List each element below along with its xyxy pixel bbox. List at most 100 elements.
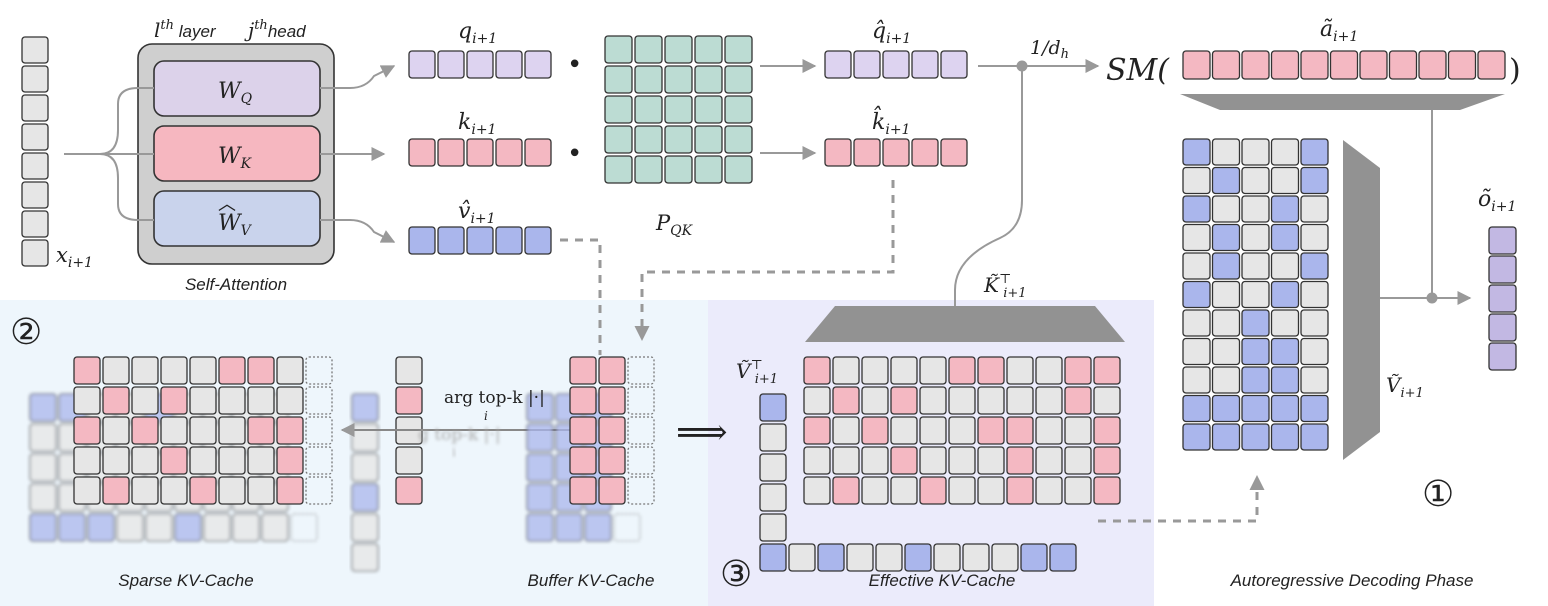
- dot-k: •: [567, 139, 582, 169]
- pqk-cell: [604, 155, 633, 184]
- a-cell: [1270, 50, 1300, 80]
- eff-k-cell: [1035, 386, 1063, 415]
- eff-v-cell: [788, 543, 816, 572]
- vdec-cell: [1211, 423, 1241, 451]
- mid-k-cell: [395, 386, 423, 415]
- x-cell: [21, 36, 49, 64]
- sparse-k-cell: [247, 476, 275, 505]
- vdec-cell: [1241, 252, 1270, 280]
- x-cell: [21, 65, 49, 93]
- eff-k-cell: [948, 356, 976, 385]
- qhat-vector: [824, 50, 968, 79]
- vdec-cell: [1182, 309, 1211, 337]
- buf-v-cell: [526, 453, 554, 482]
- topk-ghost-label: g top-k |·|: [418, 425, 501, 445]
- eff-k-cell: [890, 386, 918, 415]
- vdec-cell: [1300, 423, 1329, 451]
- sparse-v-cell: [29, 453, 57, 482]
- eff-k-cell: [1035, 356, 1063, 385]
- vdec-cell: [1182, 166, 1211, 195]
- buf-v-cell: [526, 423, 554, 452]
- sparse-k-cell: [73, 446, 101, 475]
- buf-k-cell: [598, 416, 626, 445]
- self-attention-caption: Self-Attention: [185, 275, 287, 294]
- circle-label-1: ①: [1422, 474, 1454, 515]
- output-join-dot: [1426, 292, 1438, 304]
- sparse-v-cell: [87, 513, 115, 542]
- mid-v-cell: [351, 453, 379, 482]
- a-cell: [1447, 50, 1477, 80]
- eff-k-cell: [890, 446, 918, 475]
- k-tilde-t-label: K̃⊤i+1: [983, 272, 1027, 301]
- eff-v-cell: [933, 543, 961, 572]
- eff-k-cell: [1035, 416, 1063, 445]
- wv-matrix: [153, 190, 321, 247]
- topk-k-column: [395, 356, 423, 505]
- eff-k-cell: [861, 476, 889, 505]
- pqk-cell: [724, 95, 753, 124]
- sparse-k-cell: [131, 446, 159, 475]
- q-cell: [437, 50, 465, 79]
- buf-v-cell: [526, 483, 554, 512]
- eff-k-cell: [803, 476, 831, 505]
- k-cell: [495, 138, 523, 167]
- sparse-v-cell: [116, 513, 144, 542]
- vdec-cell: [1300, 366, 1329, 394]
- sparse-k-cell: [189, 476, 217, 505]
- sparse-k-cell: [305, 476, 333, 505]
- buf-k-cell: [627, 446, 655, 475]
- v-tilde-matrix: [1182, 138, 1329, 451]
- vdec-cell: [1300, 309, 1329, 337]
- eff-v-cell: [1020, 543, 1048, 572]
- vdec-cell: [1270, 166, 1300, 195]
- sparse-v-cell: [290, 513, 318, 542]
- v-funnel: [1343, 140, 1380, 460]
- pqk-cell: [724, 65, 753, 94]
- khat-cell: [824, 138, 852, 167]
- sparse-k-cell: [218, 356, 246, 385]
- sparse-k-cell: [160, 356, 188, 385]
- k-tilde-link: [954, 66, 1023, 308]
- pqk-cell: [694, 95, 723, 124]
- khat-cell: [853, 138, 881, 167]
- sparse-k-cache: [73, 356, 333, 505]
- eff-k-cell: [977, 446, 1005, 475]
- topk-sub: i: [484, 409, 488, 423]
- khat-label: k̂i+1: [872, 106, 910, 138]
- sparse-v-cell: [145, 513, 173, 542]
- pqk-cell: [634, 65, 663, 94]
- qhat-cell: [940, 50, 968, 79]
- eff-v-cell: [962, 543, 990, 572]
- eff-k-cell: [1035, 446, 1063, 475]
- a-tilde-label: ãi+1: [1320, 17, 1358, 45]
- eff-v-cell: [875, 543, 903, 572]
- a-cell: [1359, 50, 1388, 80]
- eff-k-cell: [1093, 446, 1121, 475]
- eff-k-cell: [861, 416, 889, 445]
- v-cell: [466, 226, 494, 255]
- x-label: xi+1: [56, 243, 93, 271]
- vdec-cell: [1182, 394, 1211, 423]
- sparse-v-cell: [261, 513, 289, 542]
- eff-k-cell: [832, 416, 860, 445]
- decoding-phase-caption: Autoregressive Decoding Phase: [1230, 571, 1474, 590]
- vdec-cell: [1241, 195, 1270, 223]
- vdec-cell: [1211, 366, 1241, 394]
- vdec-cell: [1182, 366, 1211, 394]
- eff-v-cell: [759, 393, 787, 422]
- eff-k-cell: [977, 356, 1005, 385]
- k-tilde-funnel: [805, 306, 1125, 342]
- sparse-k-cell: [189, 356, 217, 385]
- sparse-k-cell: [131, 416, 159, 445]
- mid-k-cell: [395, 356, 423, 385]
- effective-k-cache: [803, 356, 1121, 505]
- eff-k-cell: [1064, 386, 1092, 415]
- sparse-k-cell: [218, 416, 246, 445]
- a-cell: [1182, 50, 1211, 80]
- eff-k-cell: [919, 476, 947, 505]
- eff-v-cell: [759, 513, 787, 542]
- k-vector: [408, 138, 552, 167]
- o-tilde-vector: [1488, 226, 1517, 371]
- wv-label: WV: [218, 211, 253, 239]
- buf-v-cell: [613, 513, 641, 542]
